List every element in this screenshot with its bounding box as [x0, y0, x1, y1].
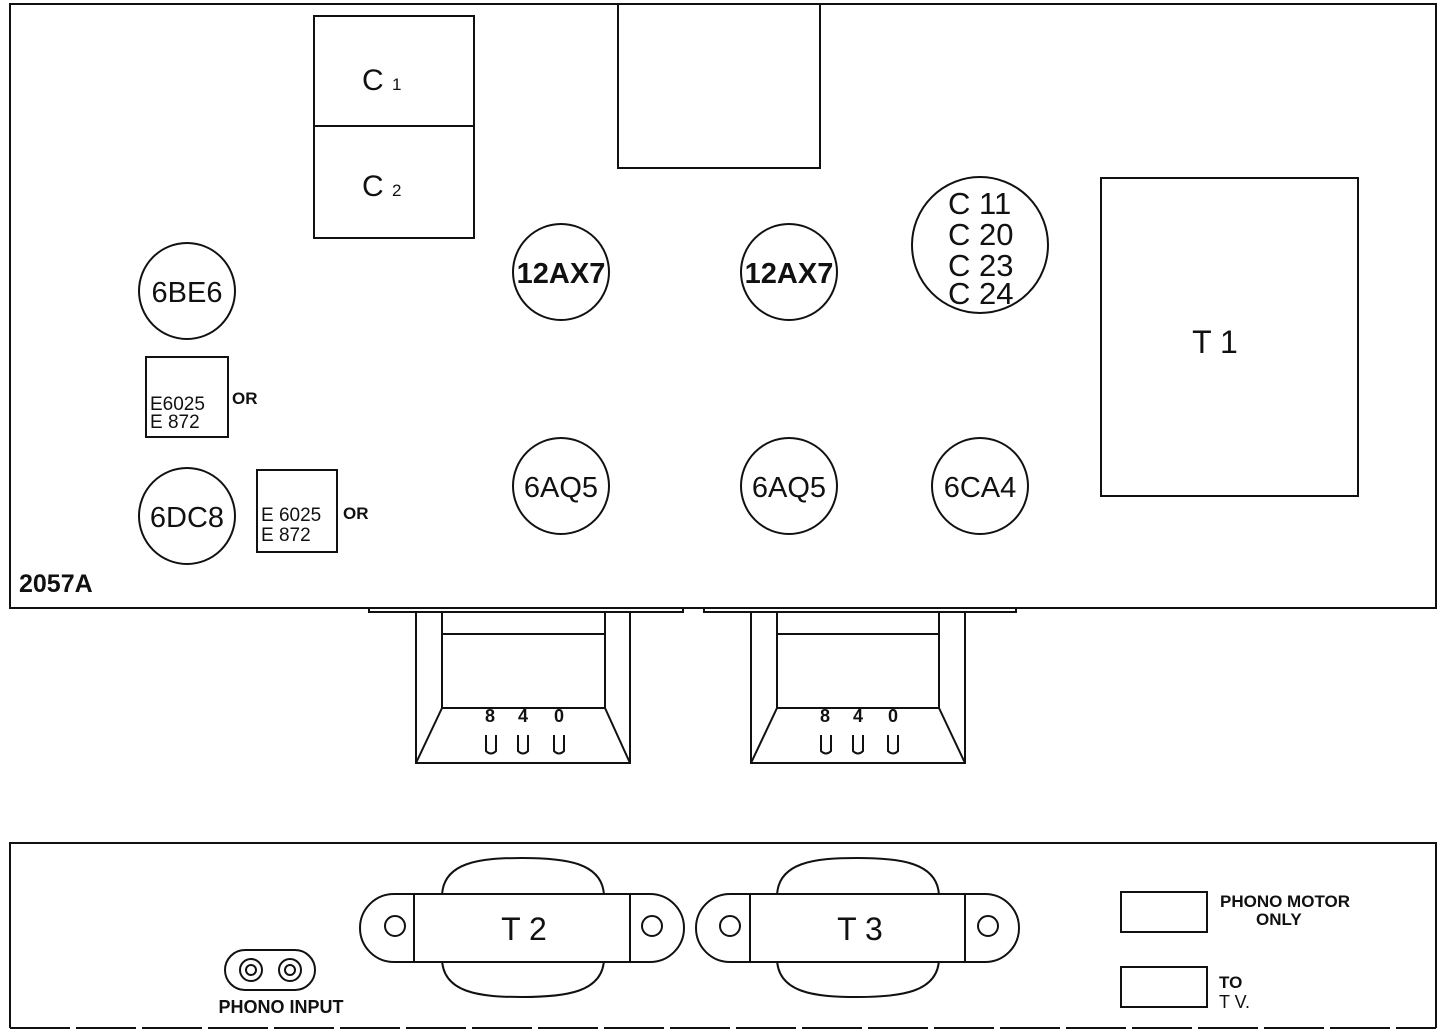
capacitor-c1-sub: 1 — [392, 75, 401, 94]
tube-6aq5-left-label: 6AQ5 — [524, 472, 598, 504]
output-tap-left-0: 0 — [554, 706, 564, 726]
detector-lower-line-1: E 6025 — [261, 505, 321, 526]
capacitor-c1-box — [313, 15, 475, 127]
tube-12ax7-left-label: 12AX7 — [517, 258, 606, 290]
tube-6aq5-right-label: 6AQ5 — [752, 472, 826, 504]
output-tap-left-8: 8 — [485, 706, 495, 726]
transformer-t2-label: T 2 — [501, 911, 547, 947]
transformer-t3-label: T 3 — [837, 911, 883, 947]
capacitor-c1-label: C — [362, 64, 384, 97]
output-transformer-left — [368, 607, 684, 764]
tube-6be6-label: 6BE6 — [152, 277, 223, 309]
to-tv-label-line-1: TO — [1219, 973, 1242, 992]
tube-6dc8-label: 6DC8 — [150, 502, 224, 534]
capacitor-c2-label: C — [362, 170, 384, 203]
detector-lower-line-2: E 872 — [261, 525, 311, 546]
tube-6aq5-left — [512, 437, 610, 535]
multi-cap-line-3: C 23 — [948, 248, 1013, 283]
tube-12ax7-left — [512, 223, 610, 321]
to-tv-outlet — [1120, 966, 1208, 1008]
model-number-label: 2057A — [19, 570, 93, 598]
power-transformer-t1-label: T 1 — [1192, 324, 1238, 360]
transformer-t2 — [359, 856, 685, 999]
tube-6ca4-label: 6CA4 — [944, 472, 1017, 504]
output-transformer-right — [703, 607, 1017, 764]
to-tv-label-line-2: T V. — [1219, 992, 1250, 1012]
tube-6be6 — [138, 242, 236, 340]
output-tap-right-8: 8 — [820, 706, 830, 726]
unlabeled-component-block — [617, 3, 821, 169]
output-tap-right-0: 0 — [888, 706, 898, 726]
tube-12ax7-right-label: 12AX7 — [745, 258, 834, 290]
capacitor-c2-sub: 2 — [392, 181, 401, 200]
detector-lower-or: OR — [343, 504, 369, 523]
tube-6dc8 — [138, 467, 236, 565]
detector-upper-or: OR — [232, 389, 258, 408]
multi-cap-line-1: C 11 — [948, 186, 1011, 221]
tube-6ca4 — [931, 437, 1029, 535]
detector-upper-box — [145, 356, 229, 438]
phono-motor-outlet — [1120, 891, 1208, 933]
rear-panel-outline — [9, 842, 1437, 1028]
multi-cap-line-2: C 20 — [948, 217, 1013, 252]
tube-6aq5-right — [740, 437, 838, 535]
transformer-t3 — [695, 856, 1020, 999]
capacitor-c2-box — [313, 125, 475, 239]
phono-motor-label-line-2: ONLY — [1256, 910, 1302, 929]
phono-input-jack — [224, 949, 316, 991]
multi-cap-line-4: C 24 — [948, 276, 1013, 311]
detector-upper-line-1: E6025 — [150, 394, 205, 415]
detector-lower-box — [256, 469, 338, 553]
phono-motor-label-line-1: PHONO MOTOR — [1220, 892, 1350, 911]
detector-upper-line-2: E 872 — [150, 412, 200, 433]
power-transformer-t1 — [1100, 177, 1359, 497]
multi-section-capacitor — [911, 176, 1049, 314]
output-tap-right-4: 4 — [853, 706, 863, 726]
phono-input-label: PHONO INPUT — [218, 997, 343, 1017]
tube-12ax7-right — [740, 223, 838, 321]
output-tap-left-4: 4 — [518, 706, 528, 726]
